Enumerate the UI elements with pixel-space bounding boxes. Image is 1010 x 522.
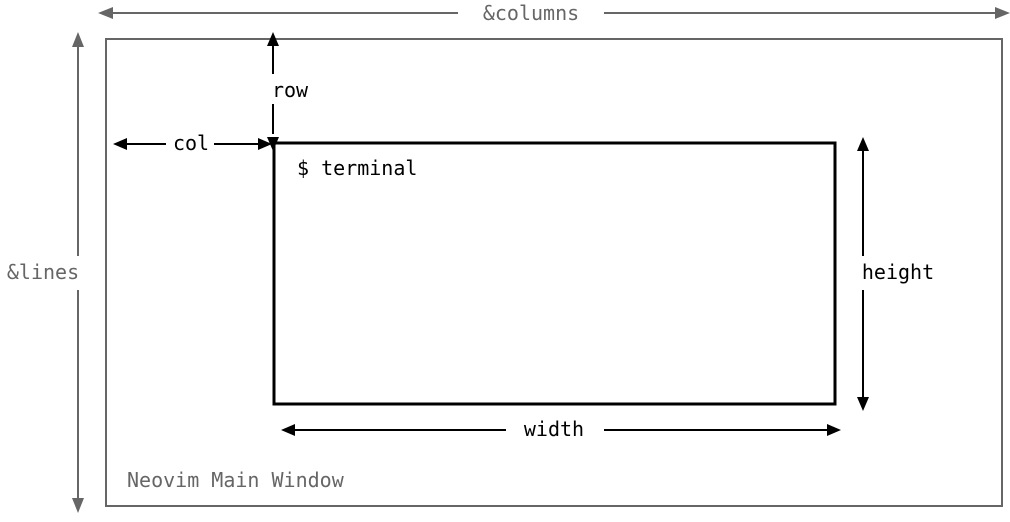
width-dimension: width bbox=[281, 417, 841, 441]
columns-label: &columns bbox=[483, 1, 579, 25]
width-right-arrowhead bbox=[827, 424, 841, 436]
columns-right-arrowhead bbox=[995, 7, 1010, 19]
col-left-arrowhead bbox=[113, 138, 127, 150]
width-left-arrowhead bbox=[281, 424, 295, 436]
row-top-arrowhead bbox=[267, 32, 279, 46]
width-label: width bbox=[524, 417, 584, 441]
col-right-arrowhead bbox=[258, 138, 272, 150]
col-offset: col bbox=[113, 131, 272, 155]
columns-left-arrowhead bbox=[98, 7, 113, 19]
columns-dimension: &columns bbox=[98, 1, 1010, 25]
row-label: row bbox=[272, 78, 309, 102]
col-label: col bbox=[173, 131, 209, 155]
lines-top-arrowhead bbox=[72, 32, 84, 47]
lines-bottom-arrowhead bbox=[72, 498, 84, 513]
lines-label: &lines bbox=[7, 260, 79, 284]
height-top-arrowhead bbox=[857, 137, 869, 151]
floating-window-frame bbox=[272, 141, 837, 406]
height-dimension: height bbox=[857, 137, 934, 411]
height-label: height bbox=[862, 260, 934, 284]
height-bottom-arrowhead bbox=[857, 397, 869, 411]
main-window-frame bbox=[105, 38, 1003, 507]
lines-dimension: &lines bbox=[7, 32, 84, 513]
main-window-label: Neovim Main Window bbox=[127, 468, 345, 492]
terminal-prompt-text: $ terminal bbox=[297, 156, 417, 180]
row-offset: row bbox=[267, 32, 309, 151]
